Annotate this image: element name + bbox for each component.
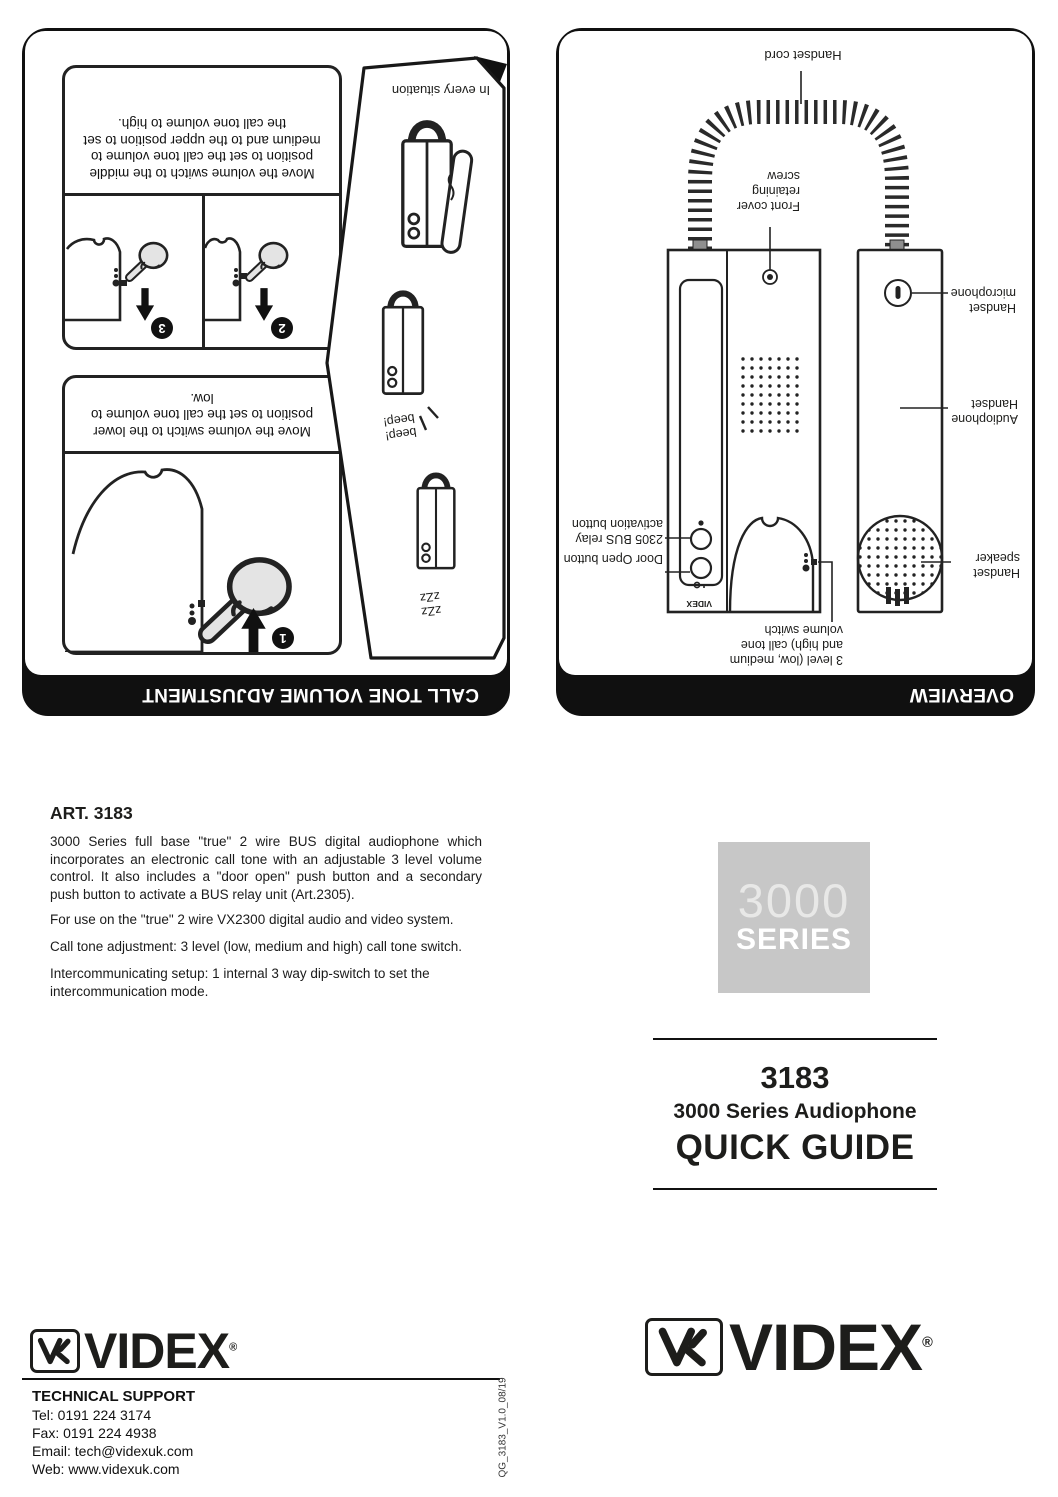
videx-logo: VIDEX® — [30, 1323, 237, 1379]
volume-switch-low-drawing — [65, 468, 339, 654]
overview-panel: VIDEX — [556, 28, 1035, 716]
arrow-down-icon — [254, 288, 274, 321]
article-paragraph: 3000 Series full base "true" 2 wire BUS … — [50, 834, 482, 902]
relay-button — [689, 527, 713, 551]
label-volume-switch: 3 level (low, medium and high) call tone… — [729, 623, 843, 667]
call-tone-panel-content: Move the volume switch to the middle pos… — [25, 31, 507, 675]
label-audiophone-handset: Audiophone Handset — [951, 397, 1018, 426]
article-paragraph: For use on the "true" 2 wire VX2300 digi… — [50, 912, 454, 927]
coiled-cord-icon — [688, 100, 909, 250]
steps-2-3-instruction: Move the volume switch to the middle pos… — [83, 116, 321, 182]
phone-sleeping-icon — [418, 475, 455, 568]
step-1-cell: 1 — [65, 454, 339, 654]
doc-type-title: QUICK GUIDE — [675, 1128, 915, 1167]
steps-2-3-box: Move the volume switch to the middle pos… — [62, 65, 342, 350]
handset-drawing — [856, 248, 944, 614]
microphone-icon — [884, 279, 912, 307]
audiophone-diagram: VIDEX — [665, 71, 951, 622]
step-badge: 2 — [271, 317, 293, 339]
overview-panel-title: OVERVIEW — [909, 684, 1014, 705]
videx-logo-large: VIDEX® — [645, 1314, 933, 1380]
document-code: QG_3183_V1.0_08/19 — [497, 1377, 509, 1478]
overview-panel-content: VIDEX — [559, 31, 1032, 675]
brand-wordmark: VIDEX® — [84, 1323, 237, 1379]
support-email: Email: tech@videxuk.com — [32, 1443, 194, 1459]
steps-2-3-cells: 3 2 — [65, 196, 339, 347]
phone-offhook-icon — [403, 124, 474, 254]
base-speaker-grid-icon — [740, 357, 800, 437]
vx-logo-icon — [30, 1329, 80, 1373]
step-badge: 1 — [272, 627, 294, 649]
divider — [65, 451, 339, 454]
registered-mark: ® — [922, 1335, 933, 1351]
divider — [65, 193, 339, 196]
phone-ringing-icon — [383, 293, 439, 431]
vx-logo-icon — [645, 1318, 723, 1376]
call-tone-panel-title: CALL TONE VOLUME ADJUSTMENT — [141, 684, 479, 705]
article-paragraph: Intercommunicating setup: 1 internal 3 w… — [50, 966, 430, 999]
support-heading: TECHNICAL SUPPORT — [32, 1388, 196, 1405]
arrow-down-icon — [135, 288, 155, 321]
step-3-cell: 3 — [65, 196, 205, 347]
step-1-instruction: Move the volume switch to the lower posi… — [90, 391, 314, 439]
series-badge-3000: 3000 — [737, 873, 851, 927]
brand-wordmark: VIDEX® — [729, 1314, 933, 1380]
label-front-cover-screw: Front cover retaining screw — [736, 169, 800, 213]
pointing-hand-icon — [130, 243, 168, 277]
divider — [22, 1378, 500, 1380]
callout-caption: In every situation — [391, 83, 491, 98]
label-leader-lines — [665, 71, 951, 622]
in-every-situation-callout-drawing — [325, 56, 507, 660]
model-number: 3183 — [760, 1060, 830, 1095]
unit-brand-text: VIDEX — [686, 599, 712, 609]
label-handset-cord: Handset cord — [764, 48, 842, 63]
step-2-cell: 2 — [203, 196, 339, 347]
step-badge: 3 — [151, 317, 173, 339]
article-heading: ART. 3183 — [50, 803, 133, 823]
product-name: 3000 Series Audiophone — [673, 1100, 917, 1123]
support-fax: Fax: 0191 224 4938 — [32, 1425, 157, 1441]
call-tone-panel-bar: CALL TONE VOLUME ADJUSTMENT — [25, 675, 507, 713]
brand-wordmark-text: VIDEX — [84, 1323, 230, 1379]
divider — [653, 1188, 937, 1190]
key-icon — [693, 581, 707, 589]
registered-mark: ® — [229, 1341, 237, 1354]
series-badge-series: SERIES — [735, 922, 853, 956]
article-paragraph: Call tone adjustment: 3 level (low, medi… — [50, 939, 462, 954]
volume-switch — [811, 559, 817, 565]
base-unit-drawing: VIDEX — [666, 248, 822, 614]
door-open-button — [689, 556, 713, 580]
handset-cradle-drawing — [728, 516, 815, 613]
step-1-box: Move the volume switch to the lower posi… — [62, 375, 342, 655]
series-badge: 3000 SERIES — [718, 842, 870, 993]
label-handset-speaker: Handset speaker — [973, 551, 1020, 580]
divider — [653, 1038, 937, 1040]
volume-switch-high-drawing — [65, 237, 202, 322]
support-tel: Tel: 0191 224 3174 — [32, 1407, 152, 1423]
brand-wordmark-text: VIDEX — [729, 1310, 923, 1384]
call-tone-panel: Move the volume switch to the middle pos… — [22, 28, 510, 716]
pointing-hand-icon — [250, 243, 288, 277]
label-relay-button: 2305 BUS relay activation button — [571, 517, 663, 546]
label-door-open-button: Door Open button — [563, 552, 663, 566]
support-web: Web: www.videxuk.com — [32, 1461, 180, 1477]
speaker-icon — [856, 514, 944, 606]
label-handset-microphone: Handset microphone — [950, 286, 1016, 315]
overview-panel-bar: OVERVIEW — [559, 675, 1032, 713]
volume-switch-medium-drawing — [203, 237, 339, 322]
